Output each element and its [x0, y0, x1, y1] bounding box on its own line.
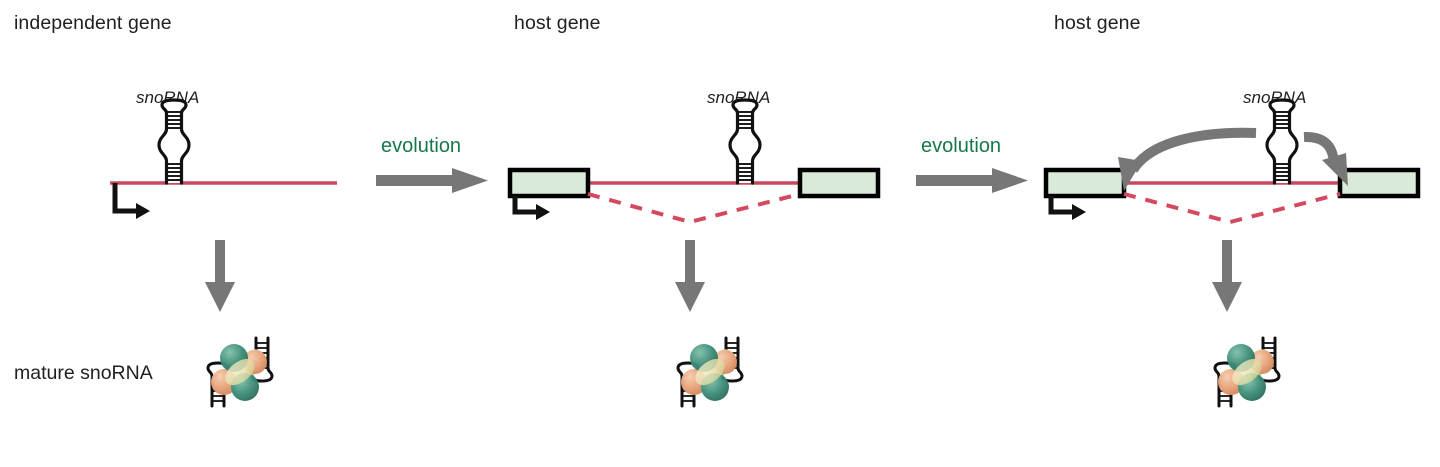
- evolution-arrow-2: [916, 168, 1028, 193]
- processing-arrow-panel3: [1212, 240, 1242, 312]
- panel-host-gene-2-diagram: [1043, 98, 1421, 406]
- tss-arrow-panel3: [1048, 196, 1075, 215]
- recruitment-arrow-left-panel3: [1118, 127, 1257, 191]
- splice-dashes-panel2: [587, 192, 801, 225]
- evolution-label-2: evolution: [921, 135, 1002, 157]
- panel-title-host-gene-2: host gene: [1054, 12, 1141, 34]
- mature-snorna-legend-label: mature snoRNA: [14, 362, 153, 384]
- exon-box-right-panel2: [797, 167, 881, 199]
- panel-title-host-gene-1: host gene: [514, 12, 601, 34]
- panel-independent-gene-diagram: [110, 98, 337, 406]
- processing-arrow-panel2: [675, 240, 705, 312]
- tss-arrow-panel2: [512, 196, 539, 215]
- tss-arrowhead-panel1: [136, 203, 150, 219]
- panel-title-independent-gene: independent gene: [14, 12, 172, 34]
- tss-arrow-panel1: [112, 183, 139, 214]
- evolution-arrow-1: [376, 168, 488, 193]
- snorna-hairpin-panel2: [728, 98, 762, 185]
- snorna-hairpin-panel3: [1265, 98, 1299, 185]
- mature-snornp-panel2: [678, 338, 742, 406]
- splice-dashes-panel3: [1123, 192, 1341, 225]
- mature-snornp-panel1: [208, 338, 272, 406]
- exon-box-right-panel3: [1337, 167, 1421, 199]
- tss-arrowhead-panel3: [1072, 204, 1086, 220]
- panel-host-gene-1-diagram: [507, 98, 881, 406]
- recruitment-arrow-right-panel3: [1303, 131, 1348, 186]
- snorna-hairpin-panel1: [157, 98, 191, 185]
- mature-snornp-panel3: [1215, 338, 1279, 406]
- tss-arrowhead-panel2: [536, 204, 550, 220]
- exon-box-left-panel2: [507, 167, 591, 199]
- processing-arrow-panel1: [205, 240, 235, 312]
- exon-box-left-panel3: [1043, 167, 1127, 199]
- evolution-label-1: evolution: [381, 135, 462, 157]
